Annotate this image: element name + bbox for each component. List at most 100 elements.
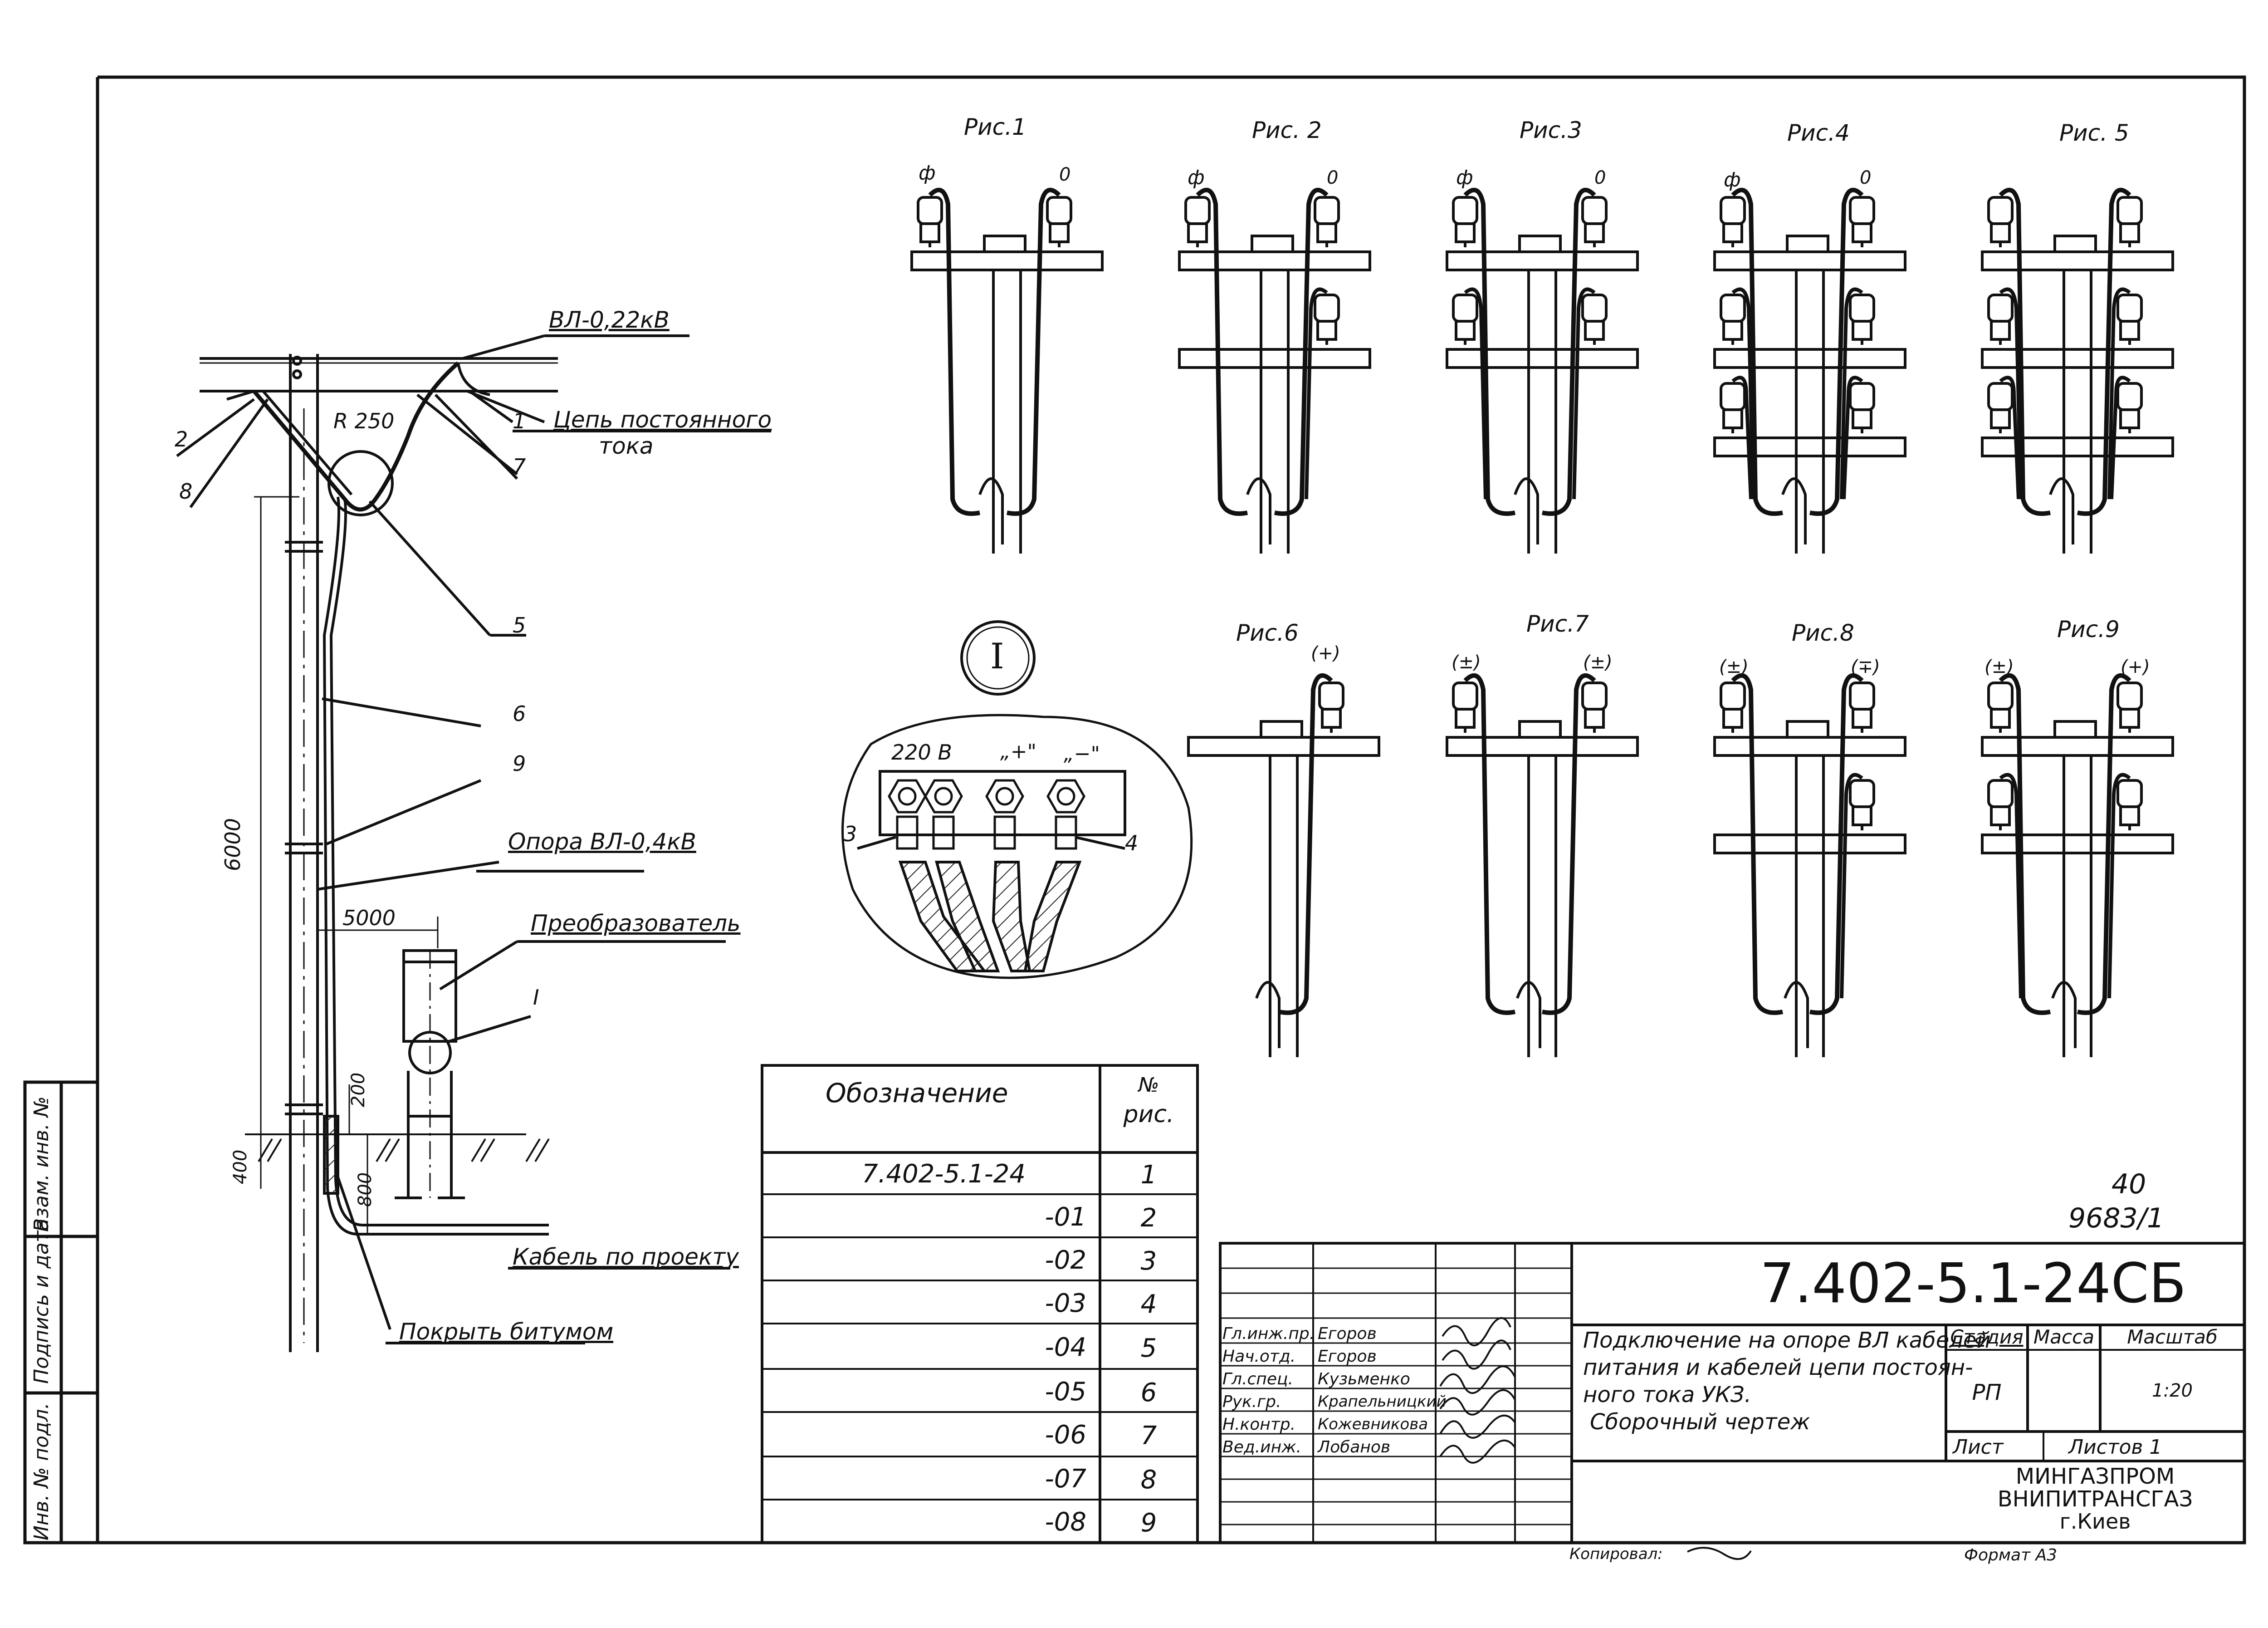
detail-mark: I xyxy=(990,636,1004,677)
role-5: Н.контр. xyxy=(1222,1415,1296,1434)
phase-label-plus: (+) xyxy=(2121,657,2150,677)
table-row-code: -01 xyxy=(1045,1202,1086,1232)
fig-2-drawing xyxy=(1178,187,1371,554)
fig-7-drawing xyxy=(1446,673,1639,1057)
detail-I-drawing xyxy=(841,620,1193,979)
name-2: Егоров xyxy=(1318,1347,1377,1366)
dc-circuit-label-1: Цепь постоянного xyxy=(553,407,772,433)
doc-title-line-3: ного тока УКЗ. xyxy=(1583,1382,1751,1407)
cable-label: Кабель по проекту xyxy=(513,1244,739,1270)
sheets-header: Листов 1 xyxy=(2068,1436,2162,1459)
scale-header: Масштаб xyxy=(2127,1326,2218,1348)
phase-label-f: ф xyxy=(1456,166,1473,189)
org-line-3: г.Киев xyxy=(2059,1509,2131,1534)
fig-8-drawing xyxy=(1713,673,1906,1057)
table-row-code: -02 xyxy=(1045,1246,1086,1275)
name-4: Крапельницкий xyxy=(1318,1393,1447,1411)
name-1: Егоров xyxy=(1318,1324,1377,1343)
dim-400: 400 xyxy=(230,1149,251,1184)
phase-label-0: 0 xyxy=(1594,167,1606,188)
fig-4-drawing xyxy=(1713,187,1906,554)
fig-5-title: Рис. 5 xyxy=(2059,120,2129,146)
callout-1: 1 xyxy=(513,409,526,433)
phase-label-pm: (±) xyxy=(1984,657,2014,677)
table-row-fig: 8 xyxy=(1140,1465,1157,1495)
side-strip-inv-podl: Инв. № подл. xyxy=(30,1402,53,1540)
phase-label-0: 0 xyxy=(1059,164,1071,185)
phase-label-f: ф xyxy=(1188,166,1205,189)
phase-label-pm: (±) xyxy=(1452,652,1481,673)
callout-9: 9 xyxy=(513,751,526,776)
specification-table-grid xyxy=(761,1064,1199,1544)
side-strip-replacement-inv: Взам. инв. № xyxy=(30,1096,53,1232)
dc-circuit-label-2: тока xyxy=(599,433,654,459)
stage-value: РП xyxy=(1972,1380,2002,1405)
table-row-fig: 1 xyxy=(1140,1160,1157,1190)
detail-3: 3 xyxy=(844,822,857,846)
detail-plus: „+" xyxy=(1000,740,1036,763)
table-row-fig: 5 xyxy=(1140,1334,1157,1363)
fig-9-drawing xyxy=(1981,673,2174,1057)
name-5: Кожевникова xyxy=(1318,1415,1428,1433)
table-header-designation: Обозначение xyxy=(826,1078,1008,1108)
role-6: Вед.инж. xyxy=(1222,1438,1301,1456)
callout-5: 5 xyxy=(513,613,526,637)
phase-label-plus: (+) xyxy=(1311,643,1340,664)
bitumen-label: Покрыть битумом xyxy=(399,1319,614,1345)
table-row-fig: 2 xyxy=(1140,1203,1157,1233)
fig-6-drawing xyxy=(1187,673,1380,1057)
table-row-code: -06 xyxy=(1045,1420,1086,1450)
distance-dimension: 5000 xyxy=(342,906,396,930)
format-label: Формат А3 xyxy=(1964,1546,2058,1564)
table-row-code: -04 xyxy=(1045,1333,1086,1362)
table-header-fig-2: рис. xyxy=(1123,1101,1174,1128)
doc-title-line-4: Сборочный чертеж xyxy=(1590,1409,1810,1435)
callout-2: 2 xyxy=(175,427,188,451)
callout-7: 7 xyxy=(513,454,526,479)
role-2: Нач.отд. xyxy=(1222,1347,1296,1366)
inventory-number: 9683/1 xyxy=(2068,1202,2165,1234)
fig-1-title: Рис.1 xyxy=(964,114,1026,140)
phase-label-f: ф xyxy=(919,162,936,185)
dim-200: 200 xyxy=(348,1072,369,1107)
fig-5-drawing xyxy=(1981,187,2174,554)
callout-8: 8 xyxy=(179,479,193,504)
role-1: Гл.инж.пр. xyxy=(1222,1324,1315,1343)
phase-label-f: ф xyxy=(1724,168,1741,191)
table-row-fig: 7 xyxy=(1140,1421,1157,1451)
table-row-code: 7.402-5.1-24 xyxy=(862,1159,1026,1189)
side-strip-signature-date: Подпись и дата xyxy=(30,1218,53,1384)
detail-ref-label: I xyxy=(533,985,539,1010)
line-label: ВЛ-0,22кВ xyxy=(549,307,670,333)
dim-800: 800 xyxy=(355,1172,376,1207)
fig-7-title: Рис.7 xyxy=(1526,611,1589,637)
table-row-code: -07 xyxy=(1045,1464,1086,1494)
document-code: 7.402-5.1-24СБ xyxy=(1760,1252,2186,1315)
detail-220v: 220 В xyxy=(891,740,952,765)
phase-label-0: 0 xyxy=(1860,167,1872,188)
fig-8-title: Рис.8 xyxy=(1792,620,1854,646)
pole-assembly-view xyxy=(176,334,771,1352)
role-3: Гл.спец. xyxy=(1222,1370,1293,1388)
table-header-fig-1: № xyxy=(1138,1074,1159,1097)
doc-title-line-1: Подключение на опоре ВЛ кабелей xyxy=(1583,1328,1991,1353)
fig-3-drawing xyxy=(1446,187,1639,554)
table-row-code: -08 xyxy=(1045,1507,1086,1537)
phase-label-pm: (±) xyxy=(1583,652,1613,673)
table-row-fig: 6 xyxy=(1140,1378,1157,1407)
fig-6-title: Рис.6 xyxy=(1236,620,1299,646)
org-line-2: ВНИПИТРАНСГАЗ xyxy=(1997,1486,2193,1512)
copied-by-label: Копировал: xyxy=(1569,1545,1663,1563)
scale-value: 1:20 xyxy=(2152,1380,2193,1401)
callout-6: 6 xyxy=(513,701,526,726)
name-3: Кузьменко xyxy=(1318,1370,1410,1388)
table-row-fig: 9 xyxy=(1140,1508,1157,1538)
org-line-1: МИНГАЗПРОМ xyxy=(2015,1464,2175,1489)
fig-9-title: Рис.9 xyxy=(2057,616,2120,642)
table-row-code: -03 xyxy=(1045,1289,1086,1318)
mass-header: Масса xyxy=(2033,1326,2094,1348)
fig-1-drawing xyxy=(910,187,1104,554)
radius-label: R 250 xyxy=(333,409,395,433)
role-4: Рук.гр. xyxy=(1222,1393,1281,1411)
